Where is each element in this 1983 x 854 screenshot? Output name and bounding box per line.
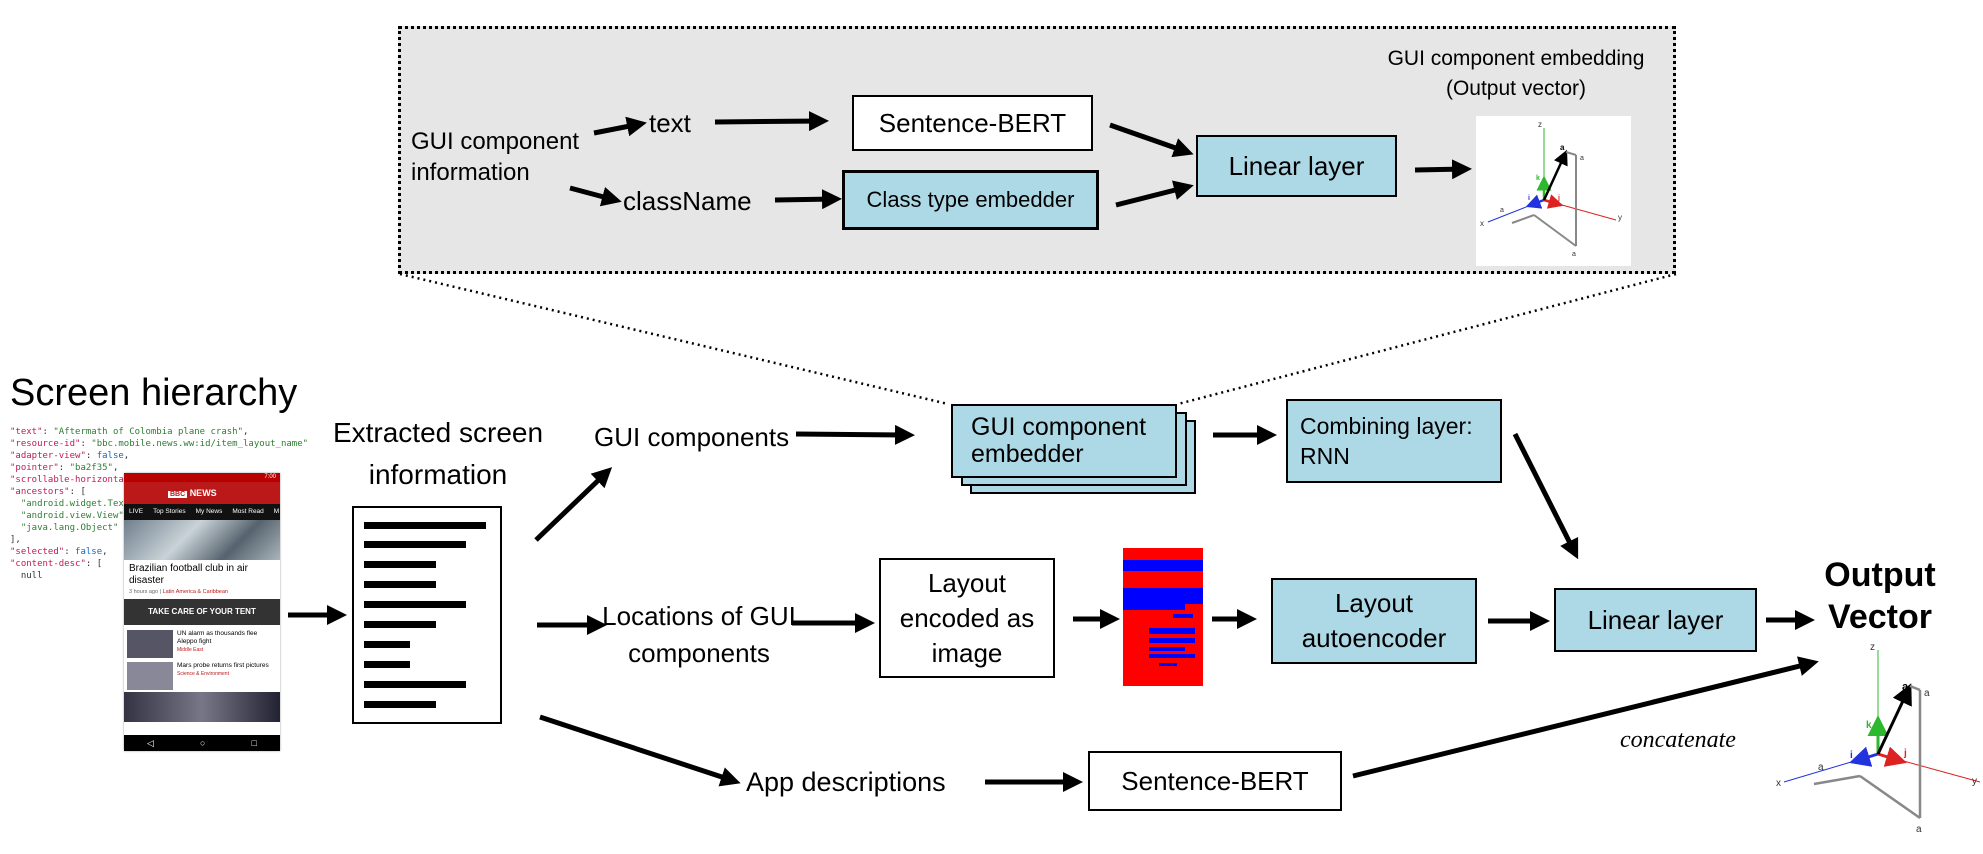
app-descriptions-label: App descriptions	[746, 767, 946, 797]
hierarchy-code: "text": "Aftermath of Colombia plane cra…	[10, 426, 308, 582]
output-vector-label: Output Vector	[1824, 556, 1936, 636]
svg-text:a: a	[1916, 824, 1922, 835]
svg-text:j: j	[1903, 748, 1907, 759]
code-line: "text": "Aftermath of Colombia plane cra…	[10, 427, 249, 437]
text-label: text	[649, 108, 691, 138]
phone-hero-image	[124, 520, 280, 560]
code-line: "ancestors": [	[10, 487, 86, 497]
svg-text:z: z	[1870, 642, 1875, 653]
code-line: "android.widget.TextV	[20, 499, 135, 509]
svg-text:a: a	[1580, 155, 1584, 162]
classname-label: className	[623, 186, 752, 216]
code-line: "adapter-view": false,	[10, 451, 130, 461]
gui-components-label: GUI components	[594, 422, 790, 452]
layout-image-box: Layout encoded as image	[879, 558, 1055, 678]
phone-tab: LIVE	[129, 508, 144, 515]
svg-text:k: k	[1536, 175, 1540, 182]
arrow-info-to-classname	[569, 185, 622, 207]
axis-diagram-small: z x y a a a a k i j	[1476, 116, 1631, 266]
code-line: ],	[10, 535, 21, 545]
arrow-linear-to-output	[1414, 159, 1472, 180]
arrow-gui-to-embedder	[795, 424, 915, 445]
concatenate-label: concatenate	[1620, 727, 1736, 753]
svg-text:j: j	[1557, 195, 1560, 202]
svg-text:a: a	[1924, 688, 1930, 699]
screen-hierarchy-title: Screen hierarchy	[10, 372, 298, 414]
gui-component-embedder-box: GUI component embedder	[951, 404, 1177, 478]
code-line: "java.lang.Object"	[20, 523, 119, 533]
svg-text:i: i	[1850, 750, 1853, 761]
zoom-connector-right	[1177, 272, 1677, 406]
arrow-document-to-app-desc	[539, 714, 741, 787]
phone-tab: Top Stories	[153, 508, 186, 515]
arrow-class-to-linear	[1115, 180, 1194, 208]
phone-screenshot: 7:00 BBC NEWS LIVE Top Stories My News Most…	[124, 473, 280, 751]
svg-text:k: k	[1866, 720, 1872, 731]
phone-nav-icon: ○	[200, 738, 206, 748]
axis-diagram-large: z x y a a a a k i j	[1772, 640, 1982, 840]
linear-layer-box-bottom: Linear layer	[1554, 588, 1757, 652]
arrow-combining-to-linear	[1512, 432, 1579, 560]
phone-tab: My News	[195, 508, 223, 515]
code-line: "selected": false,	[10, 547, 108, 557]
phone-app-bar: BBC NEWS	[124, 482, 280, 504]
svg-text:x: x	[1776, 778, 1781, 789]
arrow-classname-to-embedder	[774, 189, 842, 210]
phone-bottom-image	[124, 692, 280, 722]
gui-component-info-label: GUI component information	[411, 128, 580, 186]
sentence-bert-box-top: Sentence-BERT	[852, 95, 1093, 151]
phone-nav-bar: ◁ ○ □	[124, 735, 280, 751]
svg-text:i: i	[1528, 195, 1530, 202]
locations-label: Locations of GUI components	[602, 601, 796, 668]
arrow-document-to-gui-components	[534, 467, 613, 542]
svg-text:y: y	[1618, 213, 1622, 222]
phone-headline: Brazilian football club in air disaster	[129, 563, 248, 586]
code-line: null	[10, 571, 43, 581]
class-type-embedder-box: Class type embedder	[842, 170, 1099, 230]
arrow-info-to-text	[593, 116, 647, 137]
svg-text:z: z	[1538, 120, 1542, 129]
phone-nav-icon: □	[251, 738, 257, 748]
phone-tabs: LIVE Top Stories My News Most Read M	[124, 504, 280, 520]
phone-ad: TAKE CARE OF YOUR TENT	[124, 599, 280, 625]
svg-text:y: y	[1972, 776, 1977, 787]
extracted-screen-info-label: Extracted screen information	[332, 417, 544, 490]
svg-text:a: a	[1902, 681, 1909, 693]
linear-layer-box-top: Linear layer	[1196, 135, 1397, 197]
sentence-bert-box-bottom: Sentence-BERT	[1088, 751, 1342, 811]
svg-text:a: a	[1560, 143, 1565, 152]
phone-status-bar: 7:00	[124, 473, 280, 482]
zoom-connector-left	[399, 272, 949, 406]
svg-text:x: x	[1480, 219, 1484, 228]
layout-autoencoder-box: Layout autoencoder	[1271, 578, 1477, 664]
code-line: "content-desc": [	[10, 559, 103, 569]
phone-tab: M	[273, 508, 280, 515]
arrow-text-to-sbert	[714, 111, 829, 132]
code-line: "pointer": "ba2f35",	[10, 463, 119, 473]
svg-text:a: a	[1572, 251, 1576, 258]
layout-encoded-image	[1123, 548, 1203, 686]
arrow-sbert-to-output-vector	[1352, 656, 1819, 779]
code-line: "resource-id": "bbc.mobile.news.ww:id/it…	[10, 439, 309, 449]
output-vector-title: GUI component embedding (Output vector)	[1387, 47, 1645, 100]
phone-meta: 3 hours ago | Latin America & Caribbean	[129, 589, 228, 595]
phone-tab: Most Read	[232, 508, 264, 515]
arrow-sbert-to-linear	[1109, 122, 1194, 158]
phone-nav-icon: ◁	[147, 737, 154, 748]
extracted-info-document	[352, 506, 502, 724]
combining-layer-box: Combining layer: RNN	[1286, 399, 1502, 483]
svg-text:a: a	[1818, 762, 1824, 773]
svg-text:a: a	[1500, 207, 1504, 214]
